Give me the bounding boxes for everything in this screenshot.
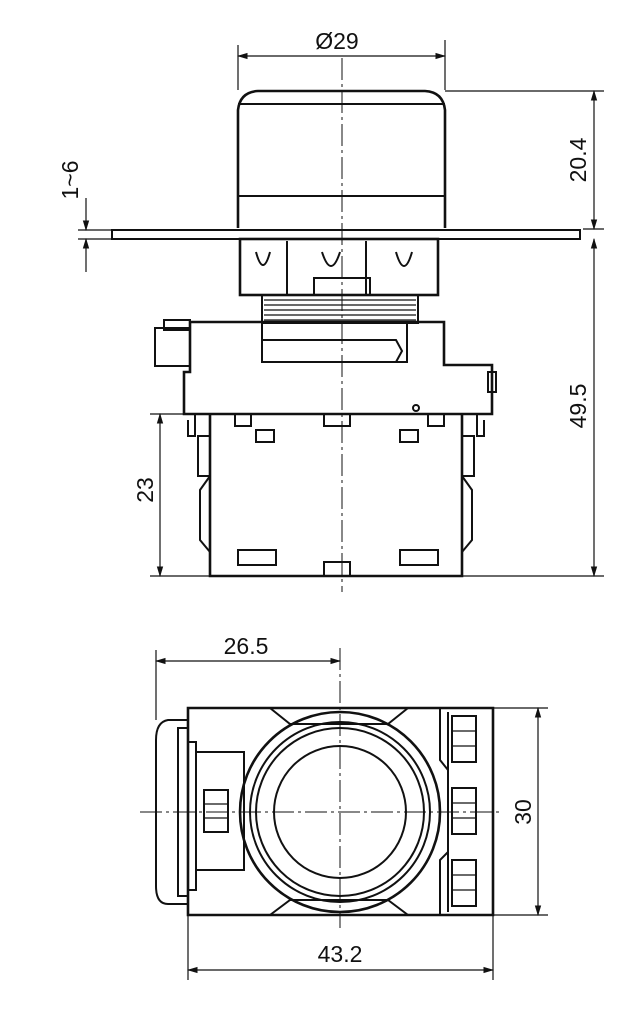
dimension-overall-length: 43.2 xyxy=(186,915,495,980)
dimension-center-offset-label: 26.5 xyxy=(224,633,269,659)
dimension-bezel-diameter-label: Ø29 xyxy=(315,28,358,54)
contact-block xyxy=(187,413,485,578)
dimension-panel-thickness-label: 1~6 xyxy=(57,160,83,199)
bottom-view: 26.5 30 43.2 xyxy=(140,633,548,980)
housing xyxy=(154,319,497,416)
collar-nut xyxy=(238,237,440,297)
dimension-cap-height: 20.4 xyxy=(445,89,604,231)
dimension-body-depth: 49.5 xyxy=(462,237,604,578)
dimension-bezel-diameter: Ø29 xyxy=(236,28,447,90)
dimension-body-depth-label: 49.5 xyxy=(565,384,591,429)
thread xyxy=(261,294,419,324)
dimension-width-label: 30 xyxy=(510,799,536,825)
mounting-panel xyxy=(111,229,581,240)
dimension-panel-thickness: 1~6 xyxy=(57,160,112,272)
dimension-center-offset: 26.5 xyxy=(154,633,342,720)
dimension-contact-block-height: 23 xyxy=(132,412,210,578)
dimension-width: 30 xyxy=(493,706,548,917)
dimension-overall-length-label: 43.2 xyxy=(318,941,363,967)
terminal-slots xyxy=(203,715,477,907)
dimension-cap-height-label: 20.4 xyxy=(565,137,591,182)
side-view: Ø29 20.4 1~6 49.5 23 xyxy=(57,28,604,592)
dimension-contact-block-height-label: 23 xyxy=(132,477,158,503)
